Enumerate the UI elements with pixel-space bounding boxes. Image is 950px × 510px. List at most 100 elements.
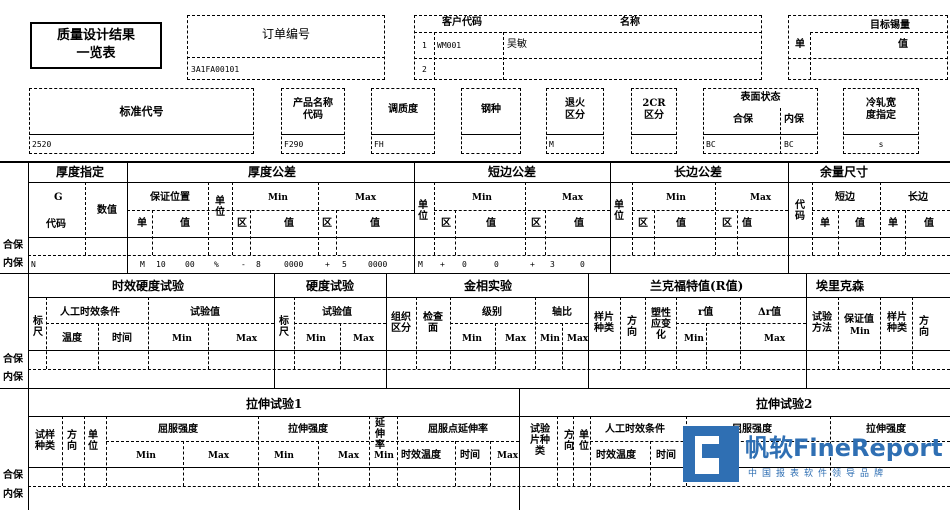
aging-test-value: 试验值 xyxy=(190,307,220,318)
hardness-row-neibao: 内保 xyxy=(3,372,23,383)
thick-spec-label: 厚度指定 xyxy=(56,165,105,179)
anneal-value[interactable]: M xyxy=(549,140,554,149)
thick-neibao-minus[interactable]: - xyxy=(241,260,246,269)
inspect-face: 检查面 xyxy=(423,312,443,334)
margin-dan-2: 单 xyxy=(888,218,898,229)
tensile1-direction: 方向 xyxy=(67,430,77,452)
long-tol-label: 长边公差 xyxy=(674,165,723,179)
margin-short-edge: 短边 xyxy=(835,192,855,203)
product-name-box xyxy=(281,88,345,154)
thick-neibao-n[interactable]: N xyxy=(31,260,36,269)
tensile1-max: Max xyxy=(497,451,519,461)
short-neibao-v2[interactable]: 0 xyxy=(494,260,499,269)
margin-zhi-1: 值 xyxy=(855,218,865,229)
tensile2-test-sample: 试验片种类 xyxy=(530,424,550,457)
customer-box xyxy=(414,15,762,80)
short-neibao-sign2[interactable]: + xyxy=(530,260,535,269)
customer-row-1-name[interactable]: 吴敏 xyxy=(507,39,527,50)
axial-max: Max xyxy=(567,334,589,344)
target-weight-box xyxy=(788,15,948,80)
long-zhi-1: 值 xyxy=(676,218,686,229)
thick-neibao-v2[interactable]: 00 xyxy=(185,260,195,269)
hardness-min: Min xyxy=(306,334,326,344)
lankford-direction: 方向 xyxy=(627,316,637,338)
tensile1-label: 拉伸试验1 xyxy=(246,397,303,411)
r-min: Min xyxy=(684,334,704,344)
anneal-label-2: 区分 xyxy=(565,110,585,121)
thick-neibao-plus[interactable]: + xyxy=(325,260,330,269)
structure-class: 组织区分 xyxy=(391,312,411,334)
thick-neibao-max[interactable]: 5 xyxy=(342,260,347,269)
thick-g-label: G xyxy=(54,192,63,203)
logo-bar-icon xyxy=(702,444,728,458)
temper-box xyxy=(371,88,435,154)
long-qu-1: 区 xyxy=(638,218,648,229)
thick-neibao-min2[interactable]: 0000 xyxy=(284,260,304,269)
thick-code-label: 代码 xyxy=(46,219,66,230)
short-max: Max xyxy=(562,193,584,203)
erichsen-min: Min xyxy=(850,327,870,337)
steel-label: 钢种 xyxy=(481,104,501,115)
aging-time: 时间 xyxy=(112,333,132,344)
tensile2-strength: 拉伸强度 xyxy=(866,424,906,435)
margin-long-edge: 长边 xyxy=(908,192,928,203)
cr-label-2: 区分 xyxy=(644,110,664,121)
tensile1-elong: 延伸率 xyxy=(375,418,385,451)
tensile1-strength: 拉伸强度 xyxy=(288,424,328,435)
tensile1-yield: 屈服强度 xyxy=(158,424,198,435)
erichsen-direction: 方向 xyxy=(919,316,929,338)
tensile2-direction: 方向 xyxy=(564,430,574,452)
thick-zhi-3: 值 xyxy=(370,218,380,229)
tensile1-yield-max: Max xyxy=(208,451,230,461)
cold-width-box xyxy=(843,88,919,154)
surface-hebao-value[interactable]: BC xyxy=(706,140,716,149)
thick-neibao-pct[interactable]: % xyxy=(214,260,219,269)
short-neibao-v1[interactable]: 0 xyxy=(462,260,467,269)
short-neibao-unit[interactable]: M xyxy=(418,260,423,269)
tensile1-strength-max: Max xyxy=(338,451,360,461)
aging-min: Min xyxy=(172,334,192,344)
target-weight-label: 目标锡量 xyxy=(870,20,910,31)
lankford-label: 兰克福特值(R值) xyxy=(650,279,744,293)
tensile-row-hebao: 合保 xyxy=(3,470,23,481)
margin-label: 余量尺寸 xyxy=(820,165,869,179)
hardness-test-label: 硬度试验 xyxy=(306,279,355,293)
short-neibao-v4[interactable]: 0 xyxy=(580,260,585,269)
short-min: Min xyxy=(472,193,492,203)
order-no-label: 订单编号 xyxy=(261,27,310,41)
thick-neibao-min[interactable]: 8 xyxy=(256,260,261,269)
order-no-value[interactable]: 3A1FA00101 xyxy=(191,65,240,74)
tensile1-elong-min: Min xyxy=(374,451,394,461)
cold-width-label-2: 度指定 xyxy=(866,110,896,121)
surface-neibao-value[interactable]: BC xyxy=(784,140,794,149)
hardness-row-hebao: 合保 xyxy=(3,354,23,365)
steel-box xyxy=(461,88,521,154)
thick-neibao-v1[interactable]: 10 xyxy=(156,260,166,269)
thick-neibao-unit[interactable]: M xyxy=(140,260,145,269)
customer-row-1-idx: 1 xyxy=(422,41,427,50)
thick-guar-pos: 保证位置 xyxy=(150,192,190,203)
std-code-value[interactable]: 2520 xyxy=(32,140,52,149)
plastic-strain: 塑性应变化 xyxy=(651,308,671,341)
short-tol-label: 短边公差 xyxy=(488,165,537,179)
short-neibao-sign[interactable]: + xyxy=(440,260,445,269)
axial-ratio-label: 轴比 xyxy=(552,307,572,318)
thick-row-hebao: 合保 xyxy=(3,240,23,251)
short-neibao-v3[interactable]: 3 xyxy=(550,260,555,269)
thick-min: Min xyxy=(268,193,288,203)
grade-min: Min xyxy=(462,334,482,344)
aging-artificial: 人工时效条件 xyxy=(60,307,120,318)
product-name-value[interactable]: F290 xyxy=(284,140,304,149)
customer-row-1-code[interactable]: WM001 xyxy=(437,41,462,50)
tensile2-unit: 单位 xyxy=(579,430,589,452)
cold-width-value[interactable]: s xyxy=(878,140,884,149)
product-name-label-2: 代码 xyxy=(303,110,323,121)
thick-zhi-1: 值 xyxy=(180,218,190,229)
order-no-box xyxy=(187,15,385,80)
long-zhi-2: 值 xyxy=(742,218,752,229)
thick-neibao-max2[interactable]: 0000 xyxy=(368,260,388,269)
margin-zhi-2: 值 xyxy=(924,218,934,229)
hardness-max: Max xyxy=(353,334,375,344)
temper-value[interactable]: FH xyxy=(374,140,384,149)
tensile1-yield-point: 屈服点延伸率 xyxy=(428,424,488,435)
